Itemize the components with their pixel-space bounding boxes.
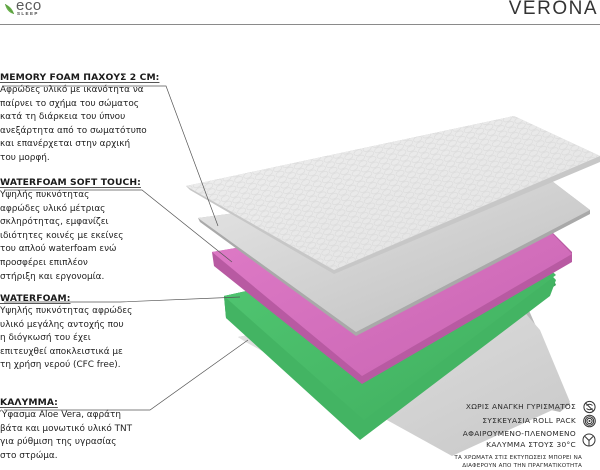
callout-description: Ύφασμα Aloe Vera, αφράτη βάτα και μονωτι… [0, 410, 133, 461]
leaf-icon [4, 3, 15, 15]
callout-leader-lines [4, 85, 249, 411]
layer-quilted-top [186, 116, 600, 274]
callout-title: MEMORY FOAM ΠΑΧΟΥΣ 2 CM: [0, 72, 160, 83]
feature-label: ΑΦΑΙΡΟΥΜΕΝΟ-ΠΛΕΝΟΜΕΝΟ [462, 429, 576, 438]
header-divider [0, 24, 600, 25]
no-flip-icon [583, 401, 596, 414]
product-title: VERONA [508, 0, 598, 19]
callout-description: Αφρώδες υλικό με ικανότητα να παίρνει το… [0, 85, 147, 163]
feature-no-flip: ΧΩΡΙΣ ΑΝΑΓΚΗ ΓΥΡΙΣΜΑΤΟΣ [454, 401, 596, 414]
callout-title: ΚΑΛΥΜΜΑ: [0, 397, 58, 408]
eco-sleep-logo: eco SLEEP [2, 0, 62, 18]
leader-soft-touch [4, 189, 233, 263]
callout-memory-foam: MEMORY FOAM ΠΑΧΟΥΣ 2 CM: Αφρώδες υλικό μ… [0, 72, 159, 166]
roll-pack-icon [583, 414, 596, 428]
callout-cover: ΚΑΛΥΜΜΑ: Ύφασμα Aloe Vera, αφράτη βάτα κ… [0, 397, 132, 463]
color-disclaimer: ΤΑ ΧΡΩΜΑΤΑ ΣΤΙΣ ΕΚΤΥΠΩΣΕΙΣ ΜΠΟΡΕΙ ΝΑ ΔΙΑ… [454, 454, 596, 470]
logo-subword: SLEEP [17, 11, 39, 16]
feature-label: ΧΩΡΙΣ ΑΝΑΓΚΗ ΓΥΡΙΣΜΑΤΟΣ [465, 402, 576, 411]
leader-memory-foam [4, 85, 219, 227]
callout-description: Υψηλής πυκνότητας αφρώδες υλικό μεγάλης … [0, 306, 133, 371]
callout-title: WATERFOAM SOFT TOUCH: [0, 177, 141, 188]
header: eco SLEEP VERONA [0, 0, 600, 26]
leader-cover [4, 339, 249, 411]
logo-word: eco [16, 0, 42, 14]
leader-waterfoam [4, 296, 241, 303]
callout-title: WATERFOAM: [0, 293, 71, 304]
feature-list: ΧΩΡΙΣ ΑΝΑΓΚΗ ΓΥΡΙΣΜΑΤΟΣ ΣΥΣΚΕΥΑΣΙΑ ROLL … [454, 401, 596, 470]
callout-waterfoam-soft-touch: WATERFOAM SOFT TOUCH: Υψηλής πυκνότητας … [0, 177, 141, 284]
feature-roll-pack: ΣΥΣΚΕΥΑΣΙΑ ROLL PACK [454, 414, 596, 428]
disclaimer-line1: ΤΑ ΧΡΩΜΑΤΑ ΣΤΙΣ ΕΚΤΥΠΩΣΕΙΣ ΜΠΟΡΕΙ ΝΑ [454, 455, 582, 461]
removable-cover-icon [582, 433, 596, 446]
disclaimer-line2: ΔΙΑΦΕΡΟΥΝ ΑΠΟ ΤΗΝ ΠΡΑΓΜΑΤΙΚΟΤΗΤΑ [462, 463, 582, 469]
callout-description: Υψηλής πυκνότητας αφρώδες υλικό μέτριας … [0, 190, 124, 282]
feature-removable-cover: ΑΦΑΙΡΟΥΜΕΝΟ-ΠΛΕΝΟΜΕΝΟ ΚΑΛΥΜΜΑ ΣΤΟΥΣ 30°C [454, 429, 596, 450]
callout-waterfoam: WATERFOAM: Υψηλής πυκνότητας αφρώδες υλι… [0, 293, 132, 373]
feature-label-line2: ΚΑΛΥΜΜΑ ΣΤΟΥΣ 30°C [486, 439, 576, 449]
feature-label: ΣΥΣΚΕΥΑΣΙΑ ROLL PACK [482, 415, 576, 425]
